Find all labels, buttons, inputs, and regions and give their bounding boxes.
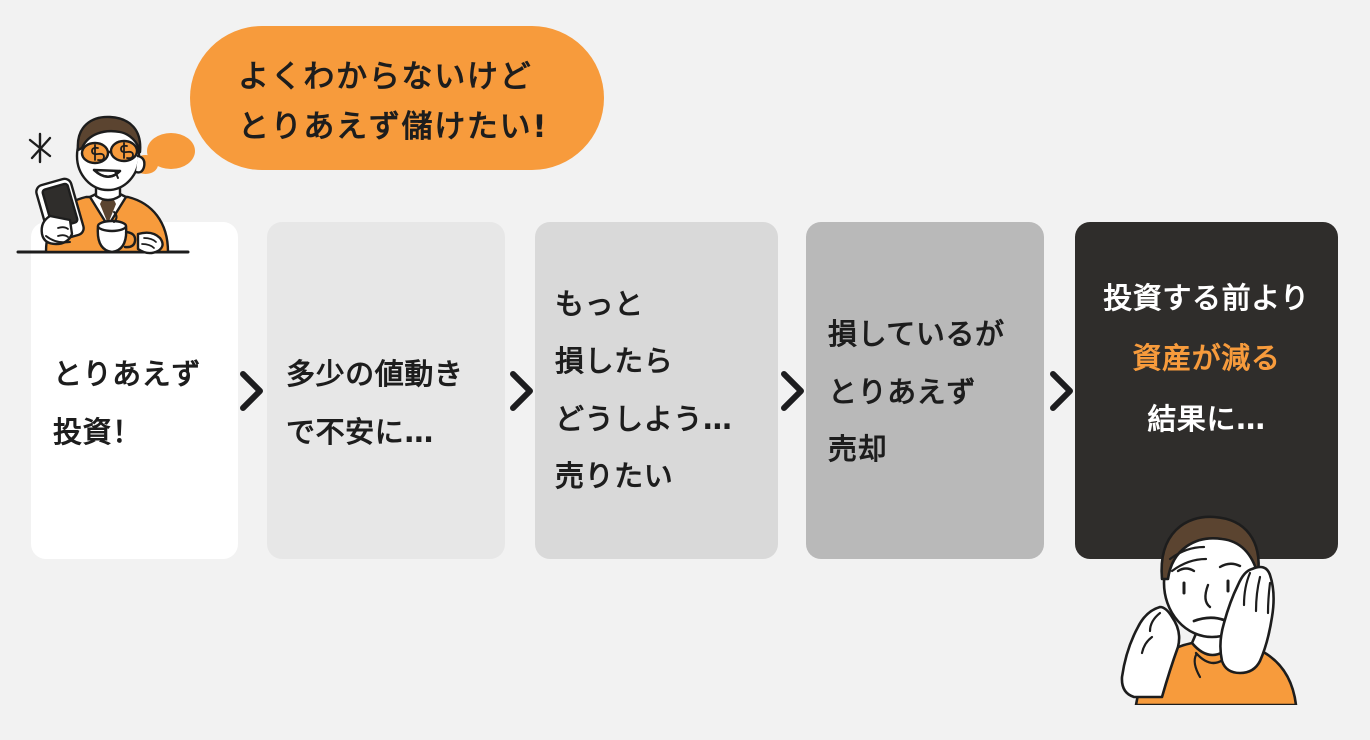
chevron-right-icon-2 xyxy=(510,371,533,411)
flow-card-4-line-1: 損しているが xyxy=(828,317,1005,352)
flow-card-3-line-2: 損したら xyxy=(555,344,674,379)
flow-card-1: とりあえず 投資！ xyxy=(31,222,238,559)
flow-card-3-line-3: どうしよう… xyxy=(555,401,733,436)
flow-card-3: もっと 損したら どうしよう… 売りたい xyxy=(535,222,778,559)
chevron-right-icon-1 xyxy=(240,371,263,411)
thought-bubble-line-1: よくわからないけど xyxy=(238,59,533,95)
flow-card-2: 多少の値動き で不安に… xyxy=(267,222,505,559)
chevron-right-icon-4 xyxy=(1050,371,1073,411)
flow-card-5-line-2-accent: 資産が減る xyxy=(1132,341,1281,376)
flow-card-4-text: 損しているが とりあえず 売却 xyxy=(828,306,1044,478)
chevron-right-icon-3 xyxy=(781,371,804,411)
flow-card-1-line-1: とりあえず xyxy=(53,357,201,392)
flow-card-5-line-1: 投資する前より xyxy=(1103,281,1310,316)
flow-card-3-text: もっと 損したら どうしよう… 売りたい xyxy=(555,276,778,506)
flow-card-4-line-2: とりあえず xyxy=(828,374,976,409)
sad-investor-illustration xyxy=(1120,515,1298,705)
flow-card-3-line-4: 売りたい xyxy=(555,458,674,493)
thought-bubble: よくわからないけど とりあえず儲けたい! xyxy=(190,26,604,170)
flow-card-5-line-3: 結果に… xyxy=(1147,401,1266,436)
flow-card-1-line-2: 投資！ xyxy=(53,414,142,449)
flow-card-5: 投資する前より 資産が減る 結果に… xyxy=(1075,222,1338,559)
flow-card-4-line-3: 売却 xyxy=(828,432,888,467)
flow-card-2-line-2: で不安に… xyxy=(286,414,434,449)
flow-card-5-text: 投資する前より 資産が減る 結果に… xyxy=(1103,268,1309,449)
flow-card-4: 損しているが とりあえず 売却 xyxy=(806,222,1044,559)
flow-card-2-line-1: 多少の値動き xyxy=(286,357,464,392)
flow-card-2-text: 多少の値動き で不安に… xyxy=(286,346,505,461)
flow-card-1-text: とりあえず 投資！ xyxy=(53,346,238,461)
happy-investor-illustration xyxy=(16,115,190,255)
flow-card-3-line-1: もっと xyxy=(555,286,644,321)
thought-bubble-line-2: とりあえず儲けたい! xyxy=(238,109,549,146)
